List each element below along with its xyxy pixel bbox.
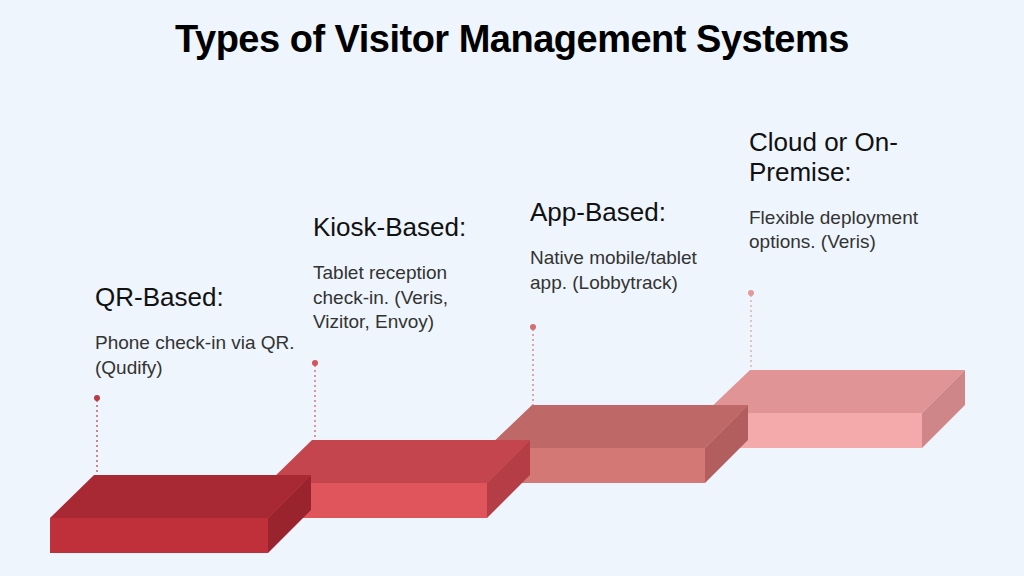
step-description: Native mobile/tablet app. (Lobbytrack) [530,246,735,295]
leader-dot [94,395,100,401]
step-description: Tablet reception check-in. (Veris, Vizit… [313,261,498,335]
step-heading: Kiosk-Based: [313,213,498,243]
step-block [50,475,311,553]
step-text-group: Kiosk-Based: Tablet reception check-in. (… [313,213,498,335]
diagram-title: Types of Visitor Management Systems [0,18,1024,61]
step-heading: Cloud or On-Premise: [749,128,954,188]
step-heading: App-Based: [530,198,735,228]
step-text-group: Cloud or On-Premise: Flexible deployment … [749,128,954,255]
step-text-group: QR-Based: Phone check-in via QR. (Qudify) [95,283,295,380]
step-description: Flexible deployment options. (Veris) [749,206,954,255]
leader-dot [312,360,318,366]
step-heading: QR-Based: [95,283,295,313]
leader-dot [530,324,536,330]
step-description: Phone check-in via QR. (Qudify) [95,331,295,380]
step-text-group: App-Based: Native mobile/tablet app. (Lob… [530,198,735,295]
leader-dot [748,290,754,296]
